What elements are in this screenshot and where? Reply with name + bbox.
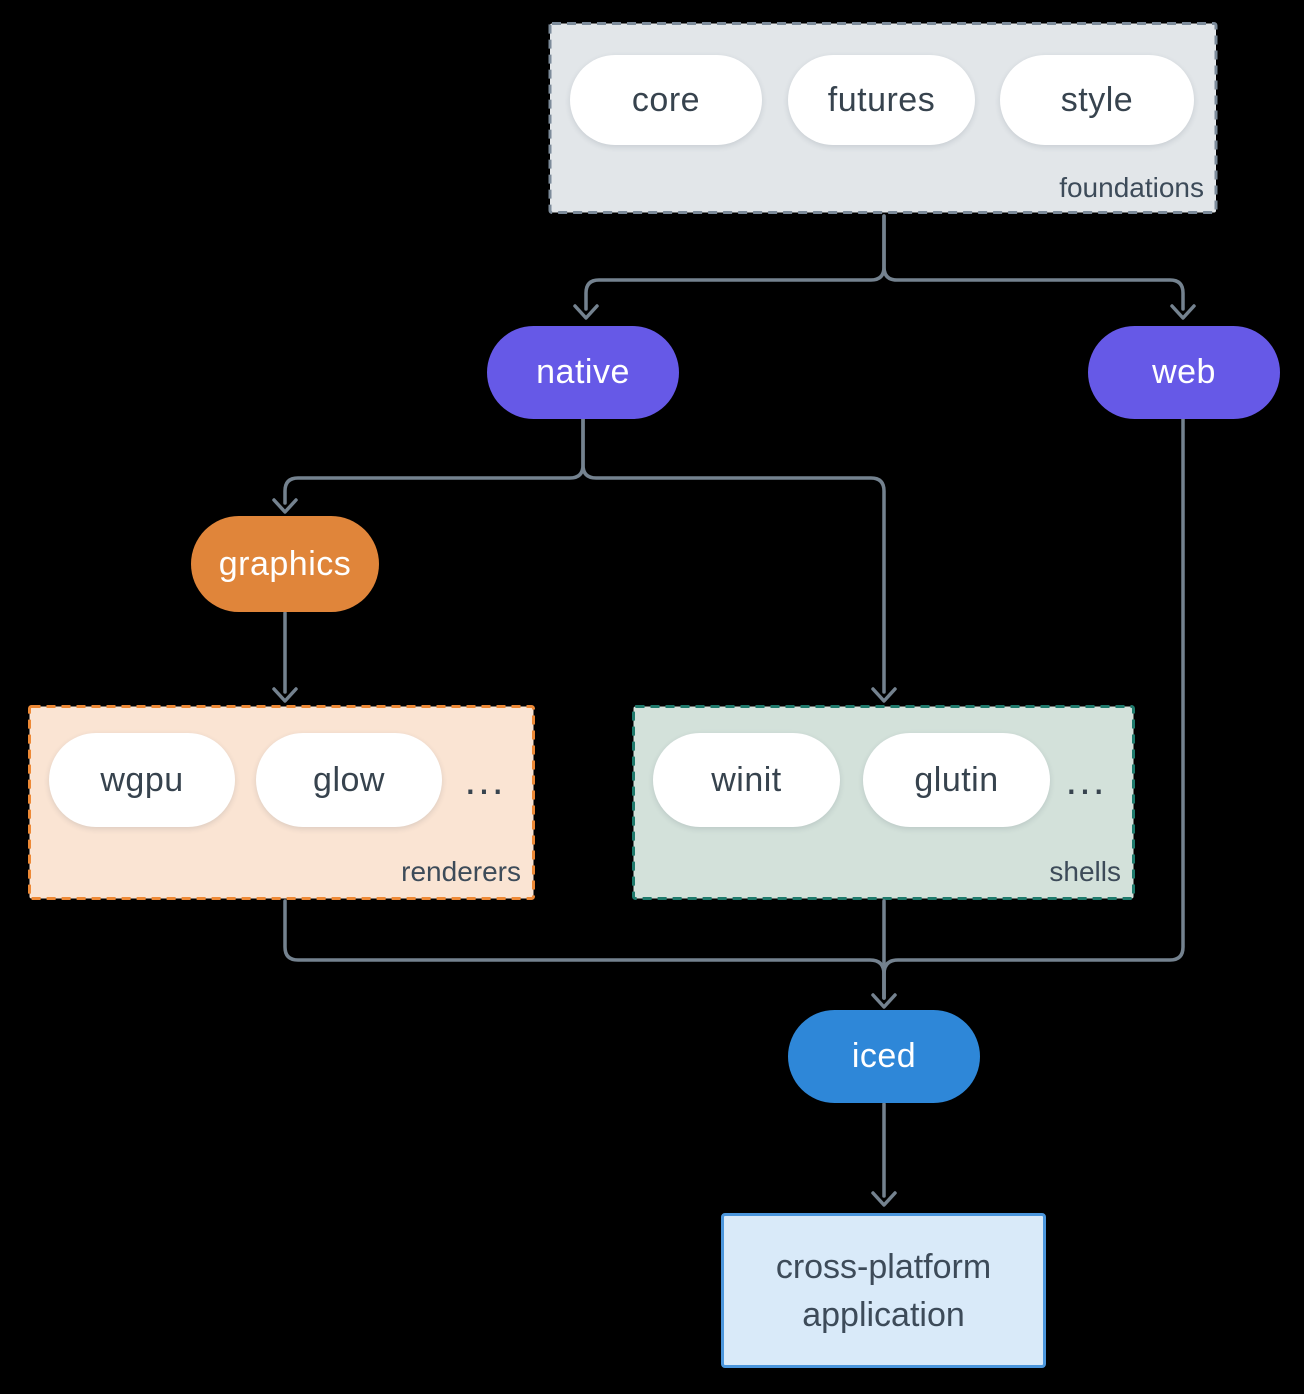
shells-group-label: shells [1049,856,1121,887]
cross-platform-application-box: cross-platform application [721,1213,1046,1368]
edge-renderers-to-iced [283,899,886,1000]
arrowhead-application-icon [871,1191,897,1207]
node-winit: winit [653,733,840,827]
arrowhead-web-icon [1170,304,1196,320]
arrowhead-native-icon [573,304,599,320]
edge-foundations-to-web [882,214,1185,311]
node-native: native [487,326,679,419]
arrowhead-shells-icon [871,687,897,703]
node-style: style [1000,55,1194,145]
shells-more-ellipsis: ... [1065,756,1107,803]
node-core: core [570,55,762,145]
renderers-group-label: renderers [401,856,521,887]
application-label-line1: cross-platform [775,1247,992,1286]
arrowhead-renderers-icon [272,687,298,703]
node-futures: futures [788,55,975,145]
node-web: web [1088,326,1280,419]
arrowhead-graphics-icon [272,498,298,514]
edge-native-to-graphics [283,417,585,505]
edge-native-to-shells [581,417,886,694]
node-iced: iced [788,1010,980,1103]
node-glow: glow [256,733,442,827]
edge-foundations-to-native [584,214,886,311]
node-graphics: graphics [191,516,379,612]
arrowhead-iced-icon [871,993,897,1009]
application-label-line2: application [802,1295,965,1334]
node-wgpu: wgpu [49,733,235,827]
foundations-group-label: foundations [1059,172,1204,203]
node-glutin: glutin [863,733,1050,827]
renderers-more-ellipsis: ... [464,756,506,803]
